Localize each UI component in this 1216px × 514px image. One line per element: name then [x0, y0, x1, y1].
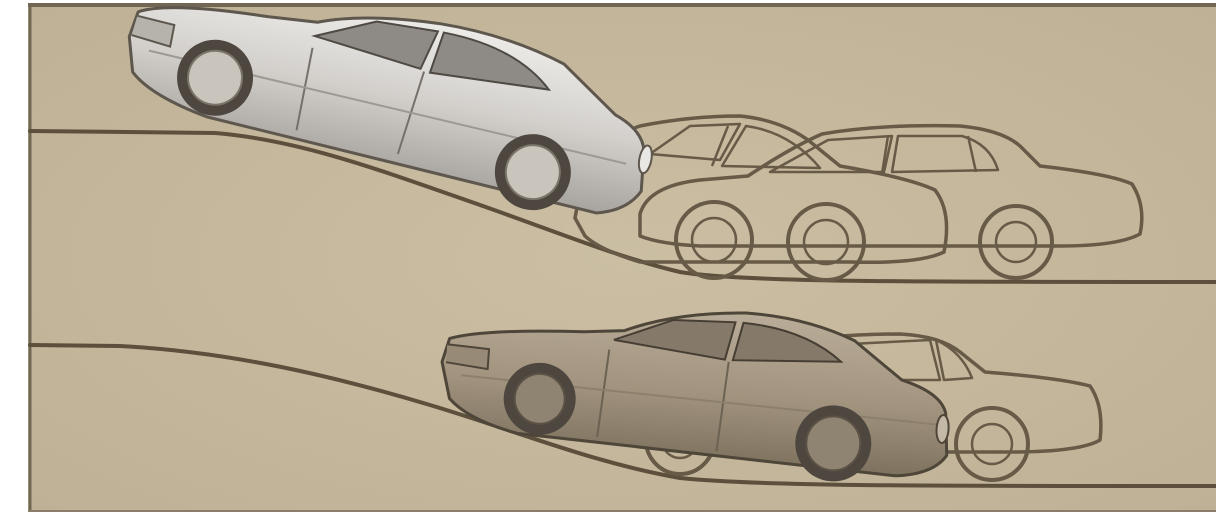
car-illustration: [0, 0, 1216, 514]
